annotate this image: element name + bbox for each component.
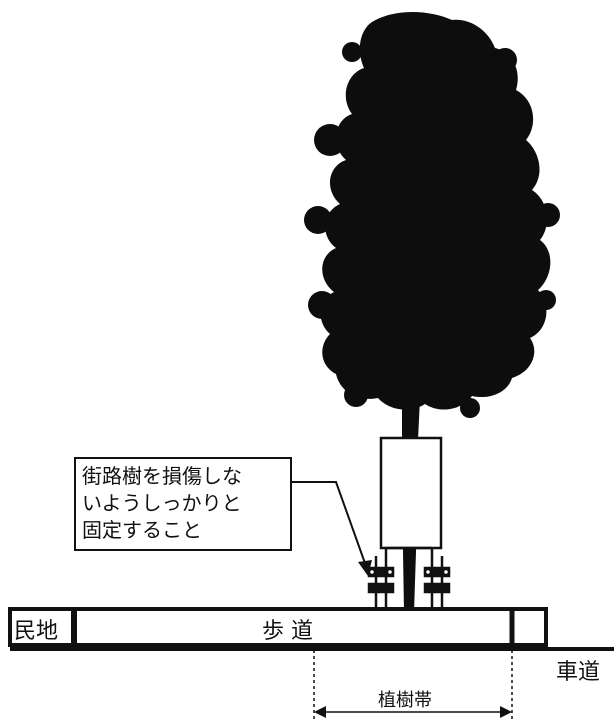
trunk-protector-box	[379, 436, 443, 550]
support-stakes	[367, 546, 451, 612]
note-line: 固定すること	[82, 518, 202, 542]
sidewalk-label: 歩 道	[262, 619, 313, 644]
tree-branch	[392, 378, 440, 404]
note-leader-arrow	[292, 481, 372, 576]
tree-canopy	[304, 12, 560, 418]
private-land-label: 民地	[14, 619, 59, 644]
ground-section	[8, 607, 614, 651]
note-line: いようしっかりと	[82, 491, 242, 515]
roadway-label: 車道	[556, 660, 601, 685]
sidewalk-slab	[8, 607, 548, 647]
note-line: 街路樹を損傷しな	[82, 464, 242, 488]
planting-strip-label: 植樹帯	[378, 690, 432, 711]
tree-fixing-note: 街路樹を損傷しな いようしっかりと 固定すること	[74, 457, 292, 551]
planting-strip-dimension	[313, 650, 513, 722]
